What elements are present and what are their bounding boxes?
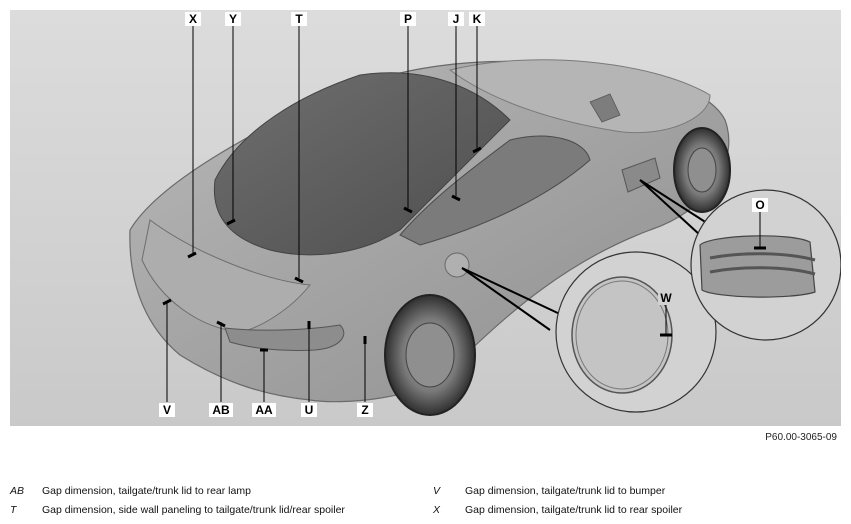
callout-ab: AB <box>212 403 230 417</box>
callout-v: V <box>163 403 171 417</box>
callout-labels: X Y T P J K O W V AB AA U Z <box>159 12 768 417</box>
callout-x: X <box>189 12 197 26</box>
callout-u: U <box>305 403 314 417</box>
figure-reference-id: P60.00-3065-09 <box>765 432 837 443</box>
leader-lines <box>166 24 761 402</box>
callout-k: K <box>473 12 482 26</box>
legend-item-ab: AB Gap dimension, tailgate/trunk lid to r… <box>10 484 251 498</box>
callout-w: W <box>660 291 672 305</box>
zoom-connectors <box>461 179 711 331</box>
rear-wheel <box>384 294 476 416</box>
callout-j: J <box>453 12 460 26</box>
legend-text: Gap dimension, tailgate/trunk lid to rea… <box>465 504 683 516</box>
callout-t: T <box>295 12 303 26</box>
callout-o: O <box>755 198 764 212</box>
legend-code: V <box>433 485 441 497</box>
legend-item-v: V Gap dimension, tailgate/trunk lid to bu… <box>433 484 665 498</box>
car-body <box>129 59 730 403</box>
diagram-canvas: X Y T P J K O W V AB AA U Z <box>10 10 841 426</box>
car-gap-diagram: X Y T P J K O W V AB AA U Z <box>10 10 841 426</box>
legend-item-t: T Gap dimension, side wall paneling to ta… <box>10 503 345 517</box>
legend-code: AB <box>10 485 25 497</box>
callout-z: Z <box>361 403 368 417</box>
measurement-ticks <box>162 146 766 352</box>
legend-code: X <box>433 504 441 516</box>
legend-code: T <box>10 504 17 516</box>
callout-p: P <box>404 12 412 26</box>
legend-text: Gap dimension, tailgate/trunk lid to bum… <box>465 485 666 497</box>
legend-text: Gap dimension, tailgate/trunk lid to rea… <box>42 485 251 497</box>
legend-item-x: X Gap dimension, tailgate/trunk lid to re… <box>433 503 682 517</box>
front-wheel <box>673 127 731 213</box>
detail-circle-air-vent <box>690 189 841 341</box>
callout-y: Y <box>229 12 237 26</box>
legend-text: Gap dimension, side wall paneling to tai… <box>42 504 345 516</box>
callout-aa: AA <box>255 403 273 417</box>
detail-circle-fuel-cap <box>555 251 717 413</box>
